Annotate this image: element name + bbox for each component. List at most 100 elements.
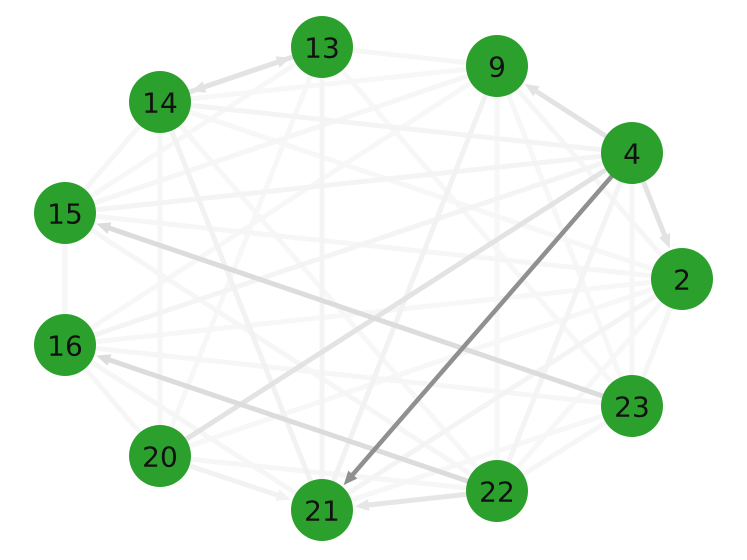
- edge-line: [188, 102, 602, 152]
- node-circle[interactable]: [601, 375, 663, 437]
- node-label: 14: [142, 87, 178, 120]
- node-circle[interactable]: [466, 460, 528, 522]
- edge-2-15: [95, 214, 654, 279]
- edge-20-2: [186, 287, 654, 449]
- node-circle[interactable]: [601, 122, 663, 184]
- node-4[interactable]: 4: [601, 122, 663, 184]
- edge-line: [88, 81, 472, 331]
- edge-4-2: [640, 179, 671, 249]
- edge-4-21: [343, 174, 614, 486]
- node-circle[interactable]: [291, 479, 353, 541]
- node-15[interactable]: 15: [34, 182, 96, 244]
- edge-line: [82, 366, 142, 434]
- node-13[interactable]: 13: [291, 16, 353, 78]
- edge-line: [188, 67, 467, 102]
- edge-line: [183, 168, 607, 442]
- node-circle[interactable]: [129, 425, 191, 487]
- node-23[interactable]: 23: [601, 375, 663, 437]
- edge-line: [91, 161, 604, 338]
- edge-line: [514, 301, 663, 471]
- node-16[interactable]: 16: [34, 314, 96, 376]
- edge-arrowhead: [524, 83, 540, 97]
- edge-line: [88, 359, 297, 495]
- node-label: 4: [623, 138, 641, 171]
- node-label: 9: [488, 51, 506, 84]
- edge-14-4: [188, 102, 602, 152]
- edge-line: [91, 74, 469, 206]
- edge-line: [186, 463, 284, 499]
- node-layer: 13 9 14 4 15 2 16 23 20 22 21: [34, 16, 713, 541]
- edge-14-13: [186, 56, 291, 95]
- edge-line: [95, 346, 604, 406]
- edge-16-9: [88, 81, 472, 331]
- node-22[interactable]: 22: [466, 460, 528, 522]
- edge-14-15: [83, 123, 143, 191]
- node-9[interactable]: 9: [466, 35, 528, 97]
- edge-line: [83, 123, 143, 191]
- node-2[interactable]: 2: [651, 248, 713, 310]
- edge-line: [103, 356, 471, 484]
- edge-line: [362, 491, 469, 508]
- edge-line: [514, 86, 663, 257]
- edge-arrowhead: [96, 222, 112, 234]
- edge-4-9: [524, 83, 609, 139]
- edge-16-20: [82, 366, 142, 434]
- edge-23-15: [96, 222, 606, 399]
- edge-line: [188, 456, 467, 491]
- edge-22-16: [96, 354, 471, 484]
- edge-13-9: [350, 47, 467, 65]
- node-circle[interactable]: [651, 248, 713, 310]
- edge-arrowhead: [275, 56, 291, 68]
- edge-line: [177, 122, 478, 469]
- edge-line: [640, 179, 669, 242]
- node-label: 16: [47, 330, 83, 363]
- edge-14-22: [177, 122, 478, 469]
- edge-line: [530, 86, 609, 139]
- edge-arrowhead: [96, 354, 112, 366]
- edge-15-4: [93, 153, 602, 213]
- edge-23-22: [522, 420, 609, 476]
- node-circle[interactable]: [466, 35, 528, 97]
- node-14[interactable]: 14: [129, 71, 191, 133]
- edge-16-4: [91, 161, 604, 338]
- edge-20-21: [186, 463, 291, 501]
- edge-line: [90, 61, 299, 198]
- node-label: 20: [142, 441, 178, 474]
- node-circle[interactable]: [34, 314, 96, 376]
- edge-line: [88, 227, 472, 476]
- edge-line: [641, 305, 674, 378]
- node-20[interactable]: 20: [129, 425, 191, 487]
- edge-line: [330, 94, 488, 484]
- edge-line: [347, 174, 614, 480]
- edge-line: [186, 287, 654, 449]
- edge-line: [186, 109, 654, 271]
- edge-arrowhead: [343, 470, 358, 486]
- edge-20-22: [188, 456, 467, 491]
- edge-line: [95, 214, 654, 279]
- node-circle[interactable]: [291, 16, 353, 78]
- node-circle[interactable]: [34, 182, 96, 244]
- node-label: 23: [614, 391, 650, 424]
- edge-line: [339, 67, 613, 384]
- edge-22-4: [505, 181, 623, 465]
- edge-22-21: [354, 491, 469, 511]
- edge-line: [186, 58, 284, 95]
- edge-line: [93, 153, 602, 213]
- node-label: 15: [47, 198, 83, 231]
- node-21[interactable]: 21: [291, 479, 353, 541]
- edge-16-2: [93, 280, 652, 345]
- edge-21-14: [169, 130, 314, 484]
- edge-2-23: [641, 305, 674, 378]
- edge-arrowhead: [659, 233, 671, 249]
- node-label: 13: [304, 32, 340, 65]
- edge-22-2: [514, 301, 663, 471]
- edge-14-2: [186, 109, 654, 271]
- edge-line: [522, 420, 609, 476]
- edge-line: [348, 413, 604, 503]
- node-label: 21: [304, 495, 340, 528]
- edge-line: [103, 224, 606, 399]
- edge-14-9: [188, 67, 467, 102]
- node-circle[interactable]: [129, 71, 191, 133]
- edge-9-2: [514, 86, 663, 257]
